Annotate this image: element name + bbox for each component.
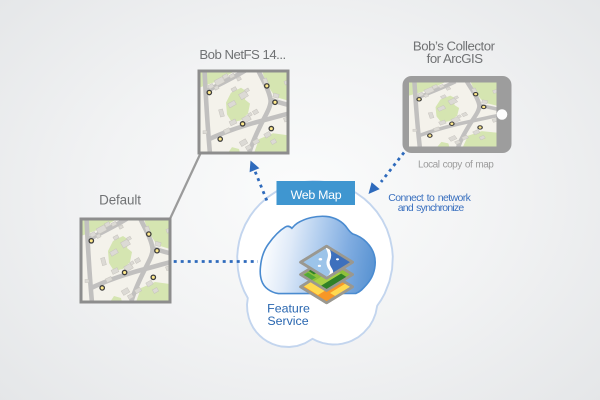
svg-text:Local copy of map: Local copy of map — [418, 159, 494, 170]
svg-text:Bob’s Collector: Bob’s Collector — [413, 39, 496, 54]
svg-text:Connect to network: Connect to network — [388, 192, 471, 204]
svg-text:for ArcGIS: for ArcGIS — [427, 51, 484, 66]
svg-text:Bob NetFS 14...: Bob NetFS 14... — [199, 47, 285, 62]
svg-text:Feature: Feature — [267, 302, 310, 316]
svg-text:and synchronize: and synchronize — [398, 202, 465, 214]
svg-text:Default: Default — [99, 193, 141, 208]
svg-text:Web Map: Web Map — [291, 188, 342, 202]
svg-text:Service: Service — [267, 314, 308, 328]
